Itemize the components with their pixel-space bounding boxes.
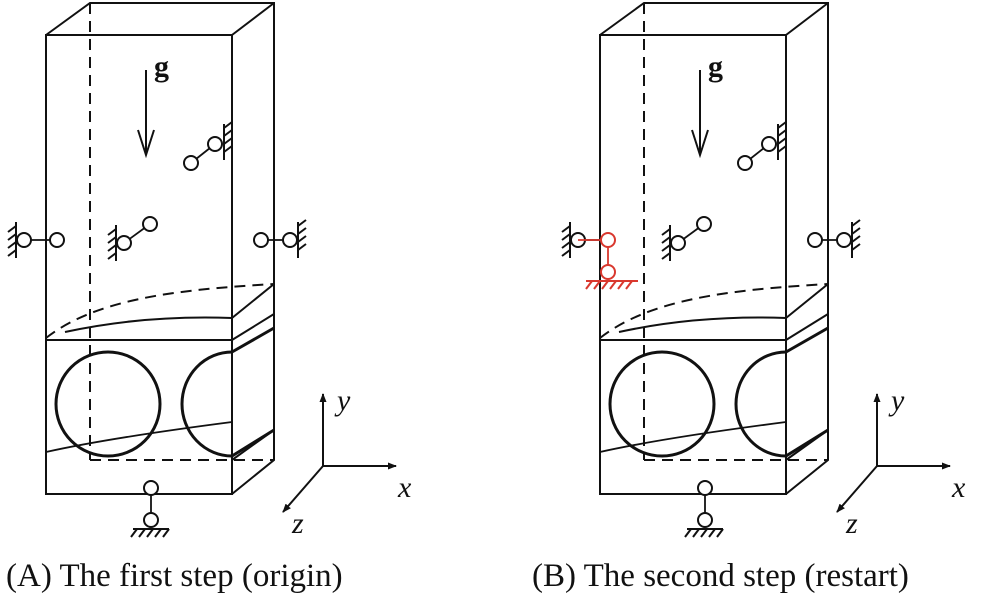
restart-support [578, 232, 638, 290]
gravity-label-a: g [154, 50, 169, 83]
gravity-label-b: g [708, 50, 723, 83]
caption-a: (A) The first step (origin) [6, 558, 343, 594]
caption-b: (B) The second step (restart) [532, 558, 909, 594]
panel-b: g y x z (B) The second step (restart) [532, 3, 966, 594]
axis-y-label-b: y [888, 384, 905, 417]
axis-x-label-a: x [397, 471, 412, 504]
left-support-a [7, 221, 65, 259]
axis-y-label-a: y [334, 384, 351, 417]
panel-a: g y x z (A) The first step (origin) [6, 3, 412, 594]
axis-z-label-b: z [845, 507, 858, 540]
axis-z-label-a: z [291, 507, 304, 540]
axis-x-label-b: x [951, 471, 966, 504]
